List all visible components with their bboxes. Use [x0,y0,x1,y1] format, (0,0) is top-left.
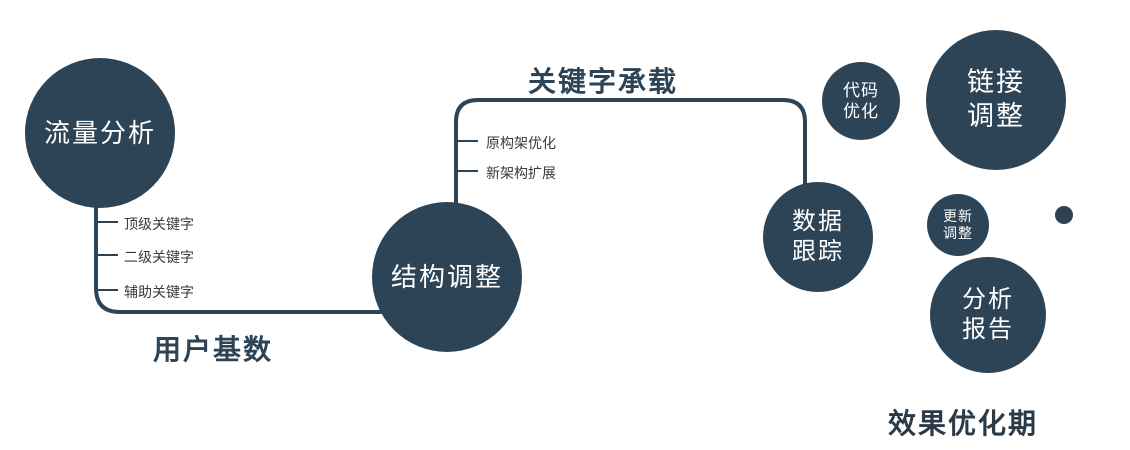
edge-traffic-to-structure [94,185,447,314]
node-label: 结构调整 [390,261,503,292]
tick-label-secondary-keywords: 二级关键字 [124,249,194,265]
tick-label-auxiliary-keywords: 辅助关键字 [124,284,194,300]
tick-label-framework-optimization: 原构架优化 [486,135,556,151]
node-label-line2: 优化 [843,102,879,121]
node-analysis-report: 分析 报告 [930,257,1046,373]
node-label-line1: 分析 [962,286,1014,313]
edge-structure-to-tracking [454,98,807,240]
tick-label-architecture-expansion: 新架构扩展 [486,165,556,181]
node-label-line2: 报告 [962,316,1014,343]
node-traffic-analysis: 流量分析 [25,58,175,208]
node-label-line1: 代码 [843,80,879,100]
node-label-line2: 调整 [967,101,1025,131]
node-link-adjustment: 链接 调整 [926,30,1066,170]
node-code-optimization: 代码 优化 [822,62,900,140]
node-label: 流量分析 [43,117,156,148]
tick-label-top-keywords: 顶级关键字 [124,216,194,232]
edge-label-keyword-carry: 关键字承载 [528,66,679,97]
node-structure-adjustment: 结构调整 [372,202,522,352]
node-label-line1: 链接 [967,67,1025,98]
node-label-line1: 数据 [792,208,844,235]
node-update-adjustment: 更新 调整 [927,194,989,256]
node-label-line1: 更新 [943,207,973,224]
dot-marker [1055,206,1073,224]
phase-label: 效果优化期 [888,408,1039,439]
node-data-tracking: 数据 跟踪 [763,182,873,292]
edge-label-user-base: 用户基数 [153,334,274,365]
node-label-line2: 跟踪 [792,238,844,265]
node-label-line2: 调整 [943,225,973,241]
